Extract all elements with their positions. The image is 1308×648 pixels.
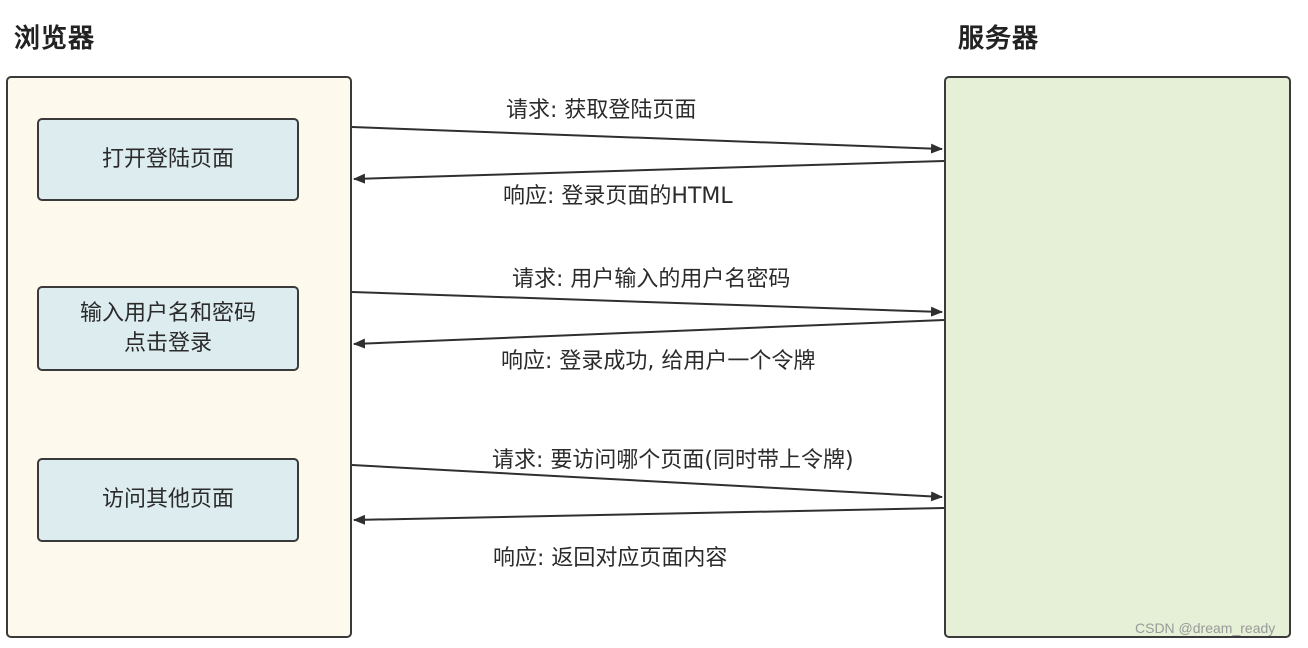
request-arrow-1 xyxy=(351,126,943,154)
response-arrow-1 xyxy=(353,160,945,184)
response-label-2: 响应: 登录成功, 给用户一个令牌 xyxy=(501,349,816,374)
request-label-3: 请求: 要访问哪个页面(同时带上令牌) xyxy=(492,448,854,473)
step-label: 访问其他页面 xyxy=(101,487,234,512)
browser-title: 浏览器 xyxy=(14,24,96,54)
request-arrow-2 xyxy=(351,291,943,317)
request-arrow-3 xyxy=(351,464,943,502)
response-label-1: 响应: 登录页面的HTML xyxy=(503,184,733,209)
request-label-2: 请求: 用户输入的用户名密码 xyxy=(512,267,791,292)
step-label: 打开登陆页面 xyxy=(101,146,234,172)
server-title: 服务器 xyxy=(958,24,1040,54)
step-open-login-page: 打开登陆页面 xyxy=(37,118,299,201)
response-arrow-2 xyxy=(353,319,945,349)
response-label-3: 响应: 返回对应页面内容 xyxy=(493,546,728,571)
watermark: CSDN @dream_ready xyxy=(1135,620,1276,636)
server-lane xyxy=(944,76,1291,638)
step-label: 输入用户名和密码 xyxy=(79,300,256,326)
step-label: 点击登录 xyxy=(123,330,212,356)
request-label-1: 请求: 获取登陆页面 xyxy=(506,98,697,123)
response-arrow-3 xyxy=(353,507,945,525)
step-enter-credentials: 输入用户名和密码 点击登录 xyxy=(37,286,299,371)
step-visit-other-pages: 访问其他页面 xyxy=(37,458,299,542)
